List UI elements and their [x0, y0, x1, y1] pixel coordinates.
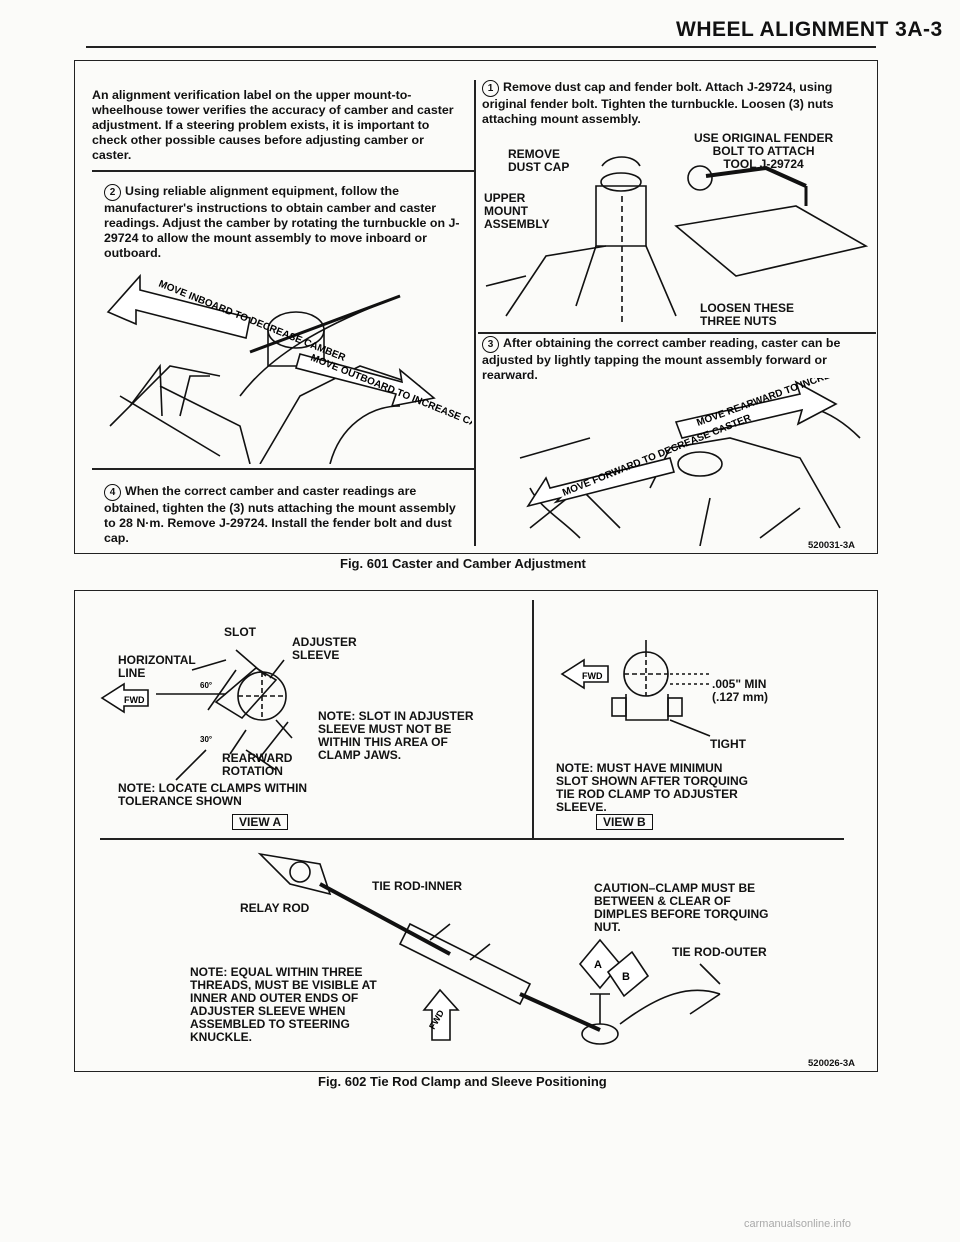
viewA-slot-label: SLOT: [224, 625, 256, 639]
tie-rod-assembly-drawing: A B FWD: [257, 852, 721, 1045]
fig601-top-right-illustration: [485, 156, 869, 326]
step2-text: Using reliable alignment equipment, foll…: [104, 184, 460, 260]
label-loosen-nuts: LOOSEN THESE THREE NUTS: [700, 301, 795, 328]
fig602-rule: [100, 838, 844, 840]
step2-number: 2: [104, 184, 121, 201]
fig601-rule-left: [92, 170, 474, 172]
step1-text: Remove dust cap and fender bolt. Attach …: [482, 80, 834, 126]
fig602-view-divider: [532, 600, 534, 838]
viewA-drawing: FWD 60° 30°: [100, 649, 293, 781]
fig601-rule-left-bottom: [92, 468, 474, 470]
step1-number: 1: [482, 80, 499, 97]
step4-text: When the correct camber and caster readi…: [104, 484, 456, 545]
viewB-tight-label: TIGHT: [710, 737, 746, 751]
fig601-rule-right: [478, 332, 876, 334]
viewA-adjuster-label: ADJUSTER SLEEVE: [292, 635, 357, 662]
viewA-angle-30: 30°: [200, 735, 212, 744]
viewB-tag: VIEW B: [596, 814, 653, 830]
viewA-note-slot: NOTE: SLOT IN ADJUSTER SLEEVE MUST NOT B…: [318, 709, 474, 762]
page-header: WHEEL ALIGNMENT 3A-3: [676, 18, 943, 41]
arrow-inboard: MOVE INBOARD TO DECREASE CAMBER: [106, 273, 348, 364]
viewA-horizontal-label: HORIZONTAL LINE: [118, 653, 196, 680]
viewB-drawing: FWD: [560, 640, 711, 737]
fig601-bottom-right-illustration: MOVE REARWARD TO INCREASE CASTER MOVE FO…: [519, 378, 876, 546]
tag-b-arrow: B: [606, 950, 650, 998]
arrow-outboard-label: MOVE OUTBOARD TO INCREASE CAMBER: [309, 353, 472, 441]
viewB-note: NOTE: MUST HAVE MINIMUN SLOT SHOWN AFTER…: [556, 761, 748, 814]
tag-a-label: A: [594, 959, 602, 971]
viewA-fwd-label: FWD: [124, 695, 145, 705]
fig601-caption: Fig. 601 Caster and Camber Adjustment: [340, 556, 586, 571]
arrow-outboard: MOVE OUTBOARD TO INCREASE CAMBER: [295, 353, 472, 441]
step3-number: 3: [482, 336, 499, 353]
fig602-caption: Fig. 602 Tie Rod Clamp and Sleeve Positi…: [318, 1074, 607, 1089]
label-upper-mount: UPPER MOUNT ASSEMBLY: [484, 191, 550, 231]
tag-b-label: B: [622, 971, 630, 983]
label-caution: CAUTION–CLAMP MUST BE BETWEEN & CLEAR OF…: [594, 881, 769, 934]
fig601-frame: [74, 60, 878, 554]
label-remove-dust-cap: REMOVE DUST CAP: [508, 147, 570, 174]
fig601-left-illustration: MOVE INBOARD TO DECREASE CAMBER MOVE OUT…: [106, 273, 472, 464]
fig601-code: 520031-3A: [808, 540, 856, 551]
step4-number: 4: [104, 484, 121, 501]
arrow-forward-label: MOVE FORWARD TO DECREASE CASTER: [561, 412, 754, 498]
viewA-angle-60: 60°: [200, 681, 212, 690]
header-rule: [86, 46, 876, 48]
viewA-rearward-label: REARWARD ROTATION: [222, 751, 293, 778]
fig601-intro: An alignment verification label on the u…: [92, 88, 454, 162]
fig602-frame: [74, 590, 878, 1072]
viewB-fwd-arrow: FWD: [560, 658, 609, 690]
label-note-equal: NOTE: EQUAL WITHIN THREE THREADS, MUST B…: [190, 965, 377, 1044]
viewA-note-locate: NOTE: LOCATE CLAMPS WITHIN TOLERANCE SHO…: [118, 781, 308, 808]
label-tie-rod-inner: TIE ROD-INNER: [372, 879, 462, 893]
lower-fwd-arrow: FWD: [422, 988, 460, 1041]
viewB-fwd-label: FWD: [582, 671, 603, 681]
viewB-min-label: .005" MIN (.127 mm): [712, 677, 769, 704]
watermark: carmanualsonline.info: [744, 1218, 852, 1230]
viewA-fwd-arrow: FWD: [100, 682, 149, 714]
label-relay-rod: RELAY ROD: [240, 901, 310, 915]
viewA-tag: VIEW A: [232, 814, 289, 830]
step3-text: After obtaining the correct camber readi…: [482, 336, 841, 382]
fig601-center-divider: [474, 80, 476, 546]
label-tie-rod-outer: TIE ROD-OUTER: [672, 945, 767, 959]
fig602-code: 520026-3A: [808, 1058, 856, 1069]
label-use-original-bolt: USE ORIGINAL FENDER BOLT TO ATTACH TOOL …: [694, 131, 834, 171]
